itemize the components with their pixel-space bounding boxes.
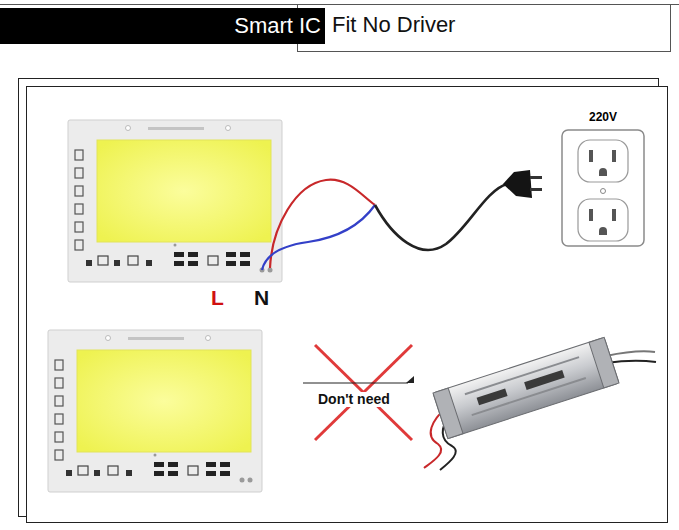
cob-led-module [68, 120, 282, 282]
wall-outlet: 220V [556, 110, 650, 250]
led-driver [424, 337, 656, 470]
live-wire [270, 180, 375, 268]
wall-outlet-drawing [562, 130, 644, 246]
cross-mark [315, 345, 412, 440]
node-text: 220V [556, 110, 650, 124]
note-text: Don't need [316, 392, 392, 407]
rule-line [303, 383, 408, 384]
rule-arrow [406, 376, 414, 383]
header-bar: Smart IC [0, 8, 325, 44]
cross-mark [315, 345, 412, 440]
node-text: Smart IC [234, 13, 321, 39]
neutral-wire [262, 205, 375, 270]
panel-frame [27, 87, 668, 523]
cob-led-module [48, 330, 262, 492]
power-cord [375, 184, 507, 250]
power-plug [503, 170, 542, 198]
subtitle-text: Fit No Driver [332, 13, 455, 37]
wire-label: N [254, 286, 269, 309]
header-frame [298, 5, 671, 52]
wire-label: L [211, 286, 224, 309]
